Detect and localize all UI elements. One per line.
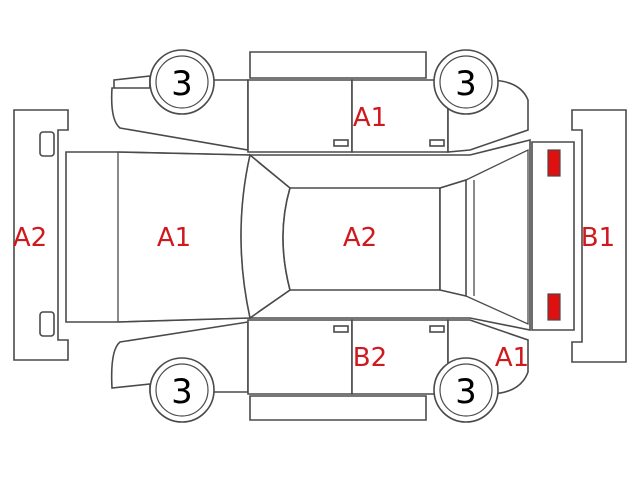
tire-rear-left-grade: 3 xyxy=(455,372,477,412)
left-side-view xyxy=(110,319,529,421)
tire-front-left-grade: 3 xyxy=(171,372,193,412)
left-rear-quarter-code: A1 xyxy=(495,343,529,373)
right-side-code: A1 xyxy=(353,103,387,133)
front-bumper xyxy=(13,109,69,361)
rear-bumper-code: B1 xyxy=(581,223,615,253)
right-side-view xyxy=(110,51,529,153)
front-bumper-code: A2 xyxy=(13,223,47,253)
roof-code: A2 xyxy=(343,223,377,253)
tire-front-right-grade: 3 xyxy=(171,64,193,104)
tire-front-right: 3 xyxy=(149,49,215,115)
tire-rear-left: 3 xyxy=(433,357,499,423)
rear-right-lamp xyxy=(547,149,561,177)
hood-code: A1 xyxy=(157,223,191,253)
rear-left-lamp xyxy=(547,293,561,321)
tire-rear-right: 3 xyxy=(433,49,499,115)
tire-rear-right-grade: 3 xyxy=(455,64,477,104)
car-body xyxy=(65,138,531,331)
tire-front-left: 3 xyxy=(149,357,215,423)
left-side-code: B2 xyxy=(353,343,387,373)
rear-bumper xyxy=(531,109,627,363)
